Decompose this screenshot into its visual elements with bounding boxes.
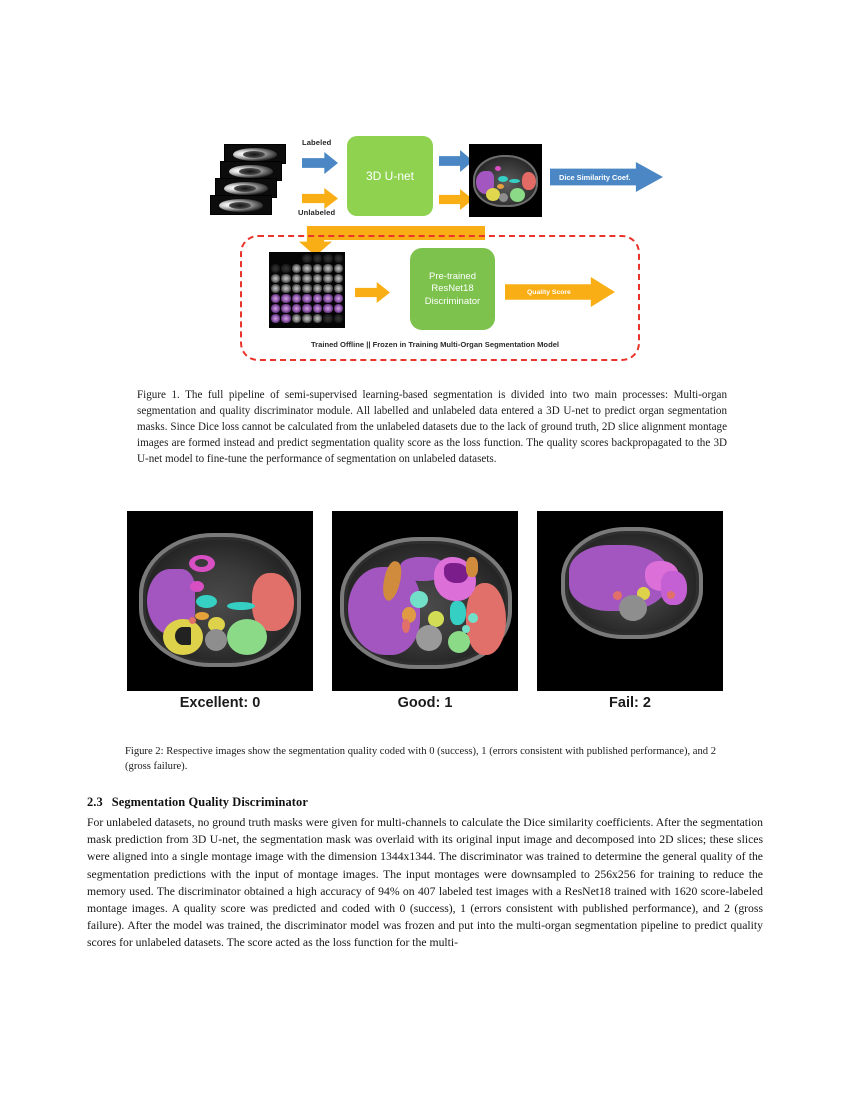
organ-stomach-lumen bbox=[195, 559, 208, 567]
organ-gland bbox=[208, 617, 225, 632]
organ-kidney-right bbox=[486, 188, 500, 201]
organ-vessel-small bbox=[462, 625, 470, 633]
section-paragraph: For unlabeled datasets, no ground truth … bbox=[87, 816, 763, 950]
organ-spine bbox=[416, 625, 442, 651]
unlabeled-data-label: Unlabeled bbox=[298, 208, 336, 217]
dice-similarity-arrow: Dice Similarity Coef. bbox=[550, 162, 663, 192]
discriminator-box: Pre-trained ResNet18 Discriminator bbox=[410, 248, 495, 330]
organ-vessel bbox=[509, 179, 520, 183]
organ-pancreas bbox=[195, 612, 209, 620]
organ-vessel bbox=[498, 176, 508, 182]
unet-model-box: 3D U-net bbox=[347, 136, 433, 216]
organ-spine bbox=[619, 595, 647, 621]
organ-aorta bbox=[613, 591, 622, 600]
ct-slice bbox=[210, 195, 272, 215]
section-title: Segmentation Quality Discriminator bbox=[111, 795, 308, 809]
organ-spine bbox=[499, 193, 508, 202]
figure-2-panel-good: Good: 1 bbox=[332, 511, 518, 711]
organ-kidney-left bbox=[510, 188, 525, 202]
organ-spleen bbox=[252, 573, 294, 631]
figure-2-label-good: Good: 1 bbox=[397, 695, 453, 711]
labeled-input-arrow-icon bbox=[302, 152, 338, 174]
segmented-ct-thumbnail bbox=[469, 144, 542, 217]
organ-gland bbox=[428, 611, 444, 627]
figure-2-label-fail: Fail: 2 bbox=[609, 695, 651, 711]
figure-1-pipeline-diagram: Labeled Unlabeled 3D U-net Dice Similari… bbox=[205, 132, 665, 370]
organ-vessel bbox=[196, 595, 217, 608]
ct-image-fail bbox=[537, 511, 723, 691]
montage-image bbox=[269, 252, 345, 328]
organ-pancreas bbox=[497, 184, 504, 189]
organ-spine bbox=[205, 629, 227, 651]
dice-similarity-label: Dice Similarity Coef. bbox=[559, 172, 631, 182]
organ-kidney-right-hilum bbox=[175, 627, 191, 645]
organ-kidney-left bbox=[448, 631, 470, 653]
section-number: 2.3 bbox=[87, 795, 103, 809]
organ-vessel-small bbox=[468, 613, 478, 623]
discriminator-line-1: Pre-trained bbox=[429, 270, 476, 282]
discriminator-line-2: ResNet18 bbox=[431, 283, 474, 295]
quality-score-label: Quality Score bbox=[527, 288, 571, 296]
unet-label: 3D U-net bbox=[365, 169, 415, 183]
unlabeled-input-arrow-icon bbox=[302, 188, 338, 209]
ct-image-excellent bbox=[127, 511, 313, 691]
input-ct-slice-stack bbox=[210, 144, 288, 216]
discriminator-module-boundary bbox=[240, 235, 640, 361]
organ-vessel bbox=[410, 591, 428, 608]
organ-spleen bbox=[522, 172, 536, 190]
trained-offline-note: Trained Offline || Frozen in Training Mu… bbox=[310, 340, 560, 349]
unlabeled-output-arrow-icon bbox=[439, 189, 473, 210]
figure-2-label-excellent: Excellent: 0 bbox=[179, 695, 261, 711]
figure-1-caption: Figure 1. The full pipeline of semi-supe… bbox=[137, 389, 727, 465]
labeled-data-label: Labeled bbox=[302, 138, 332, 147]
organ-aorta bbox=[402, 619, 410, 633]
organ-kidney-left bbox=[227, 619, 267, 655]
organ-vessel bbox=[450, 601, 466, 625]
organ-adrenal bbox=[466, 557, 478, 577]
figure-2-panel-fail: Fail: 2 bbox=[537, 511, 723, 711]
figure-2-panel-excellent: Excellent: 0 bbox=[127, 511, 313, 711]
labeled-output-arrow-icon bbox=[439, 150, 473, 172]
organ-vessel bbox=[227, 602, 255, 610]
figure-2-quality-examples: Excellent: 0 bbox=[127, 511, 723, 721]
organ-stomach-mislabeled bbox=[661, 571, 687, 605]
organ-aorta bbox=[189, 617, 196, 624]
section-heading: 2.3 Segmentation Quality Discriminator bbox=[87, 795, 308, 810]
organ-stomach-lumen bbox=[444, 563, 468, 583]
figure-2-caption: Figure 2: Respective images show the seg… bbox=[125, 746, 717, 773]
organ-stomach bbox=[495, 166, 501, 171]
ct-image-good bbox=[332, 511, 518, 691]
organ-vessel-small bbox=[667, 591, 675, 599]
discriminator-line-3: Discriminator bbox=[424, 295, 481, 307]
organ-stomach-lower bbox=[190, 581, 204, 592]
